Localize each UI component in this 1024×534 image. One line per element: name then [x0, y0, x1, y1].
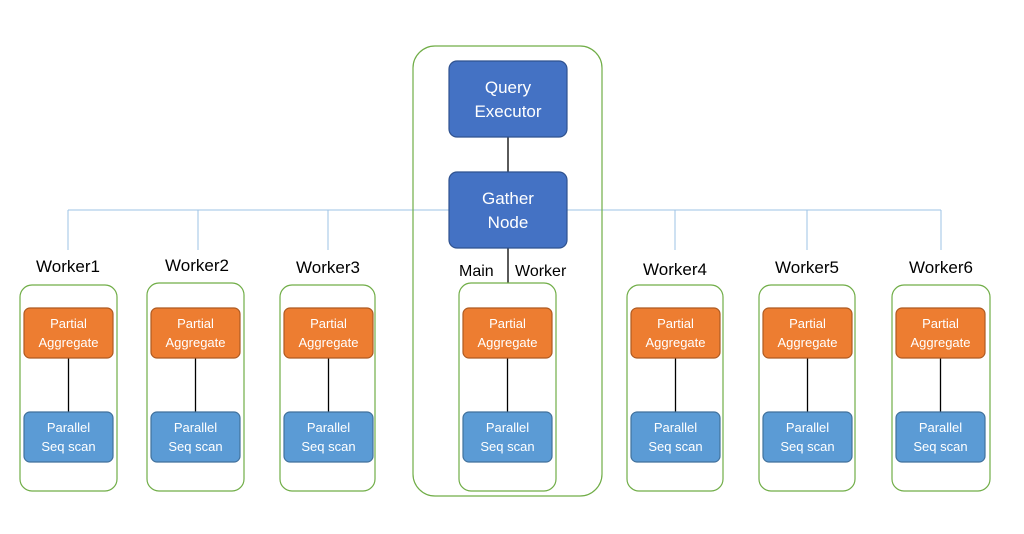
- worker2-group: [146, 282, 245, 492]
- worker7-title: Worker6: [909, 258, 973, 277]
- worker7-partial-aggregate-label: Aggregate: [911, 335, 971, 350]
- worker6-group: [758, 284, 856, 492]
- worker2-partial-aggregate-label: Partial: [177, 316, 214, 331]
- worker3-partial-aggregate-label: Partial: [310, 316, 347, 331]
- query-executor-node: [448, 60, 568, 138]
- worker5-partial-aggregate-label: Partial: [657, 316, 694, 331]
- worker2-title: Worker2: [165, 256, 229, 275]
- worker4-partial-aggregate-label: Aggregate: [478, 335, 538, 350]
- worker2-partial-aggregate: [150, 307, 241, 359]
- worker7-partial-aggregate: [895, 307, 986, 359]
- worker5-parallel-seq-scan-label: Parallel: [654, 420, 697, 435]
- worker5-parallel-seq-scan: [630, 411, 721, 463]
- main-label: Main: [459, 263, 494, 280]
- worker7-parallel-seq-scan-label: Seq scan: [913, 439, 967, 454]
- worker3-partial-aggregate: [283, 307, 374, 359]
- worker1-partial-aggregate-label: Partial: [50, 316, 87, 331]
- worker3-parallel-seq-scan-label: Parallel: [307, 420, 350, 435]
- worker1-partial-aggregate: [23, 307, 114, 359]
- worker6-partial-aggregate: [762, 307, 853, 359]
- worker7-partial-aggregate-label: Partial: [922, 316, 959, 331]
- query-executor-node-label: Query: [485, 78, 532, 97]
- worker1-group: [19, 284, 118, 492]
- worker5-title: Worker4: [643, 260, 707, 279]
- main-process-group: [412, 45, 603, 497]
- worker5-partial-aggregate: [630, 307, 721, 359]
- worker6-parallel-seq-scan-label: Parallel: [786, 420, 829, 435]
- worker5-parallel-seq-scan-label: Seq scan: [648, 439, 702, 454]
- worker4-group: [458, 282, 557, 492]
- worker6-partial-aggregate-label: Partial: [789, 316, 826, 331]
- worker6-title: Worker5: [775, 258, 839, 277]
- worker4-partial-aggregate: [462, 307, 553, 359]
- worker2-parallel-seq-scan: [150, 411, 241, 463]
- worker6-parallel-seq-scan: [762, 411, 853, 463]
- worker2-parallel-seq-scan-label: Seq scan: [168, 439, 222, 454]
- worker3-partial-aggregate-label: Aggregate: [299, 335, 359, 350]
- worker4-partial-aggregate-label: Partial: [489, 316, 526, 331]
- worker7-parallel-seq-scan: [895, 411, 986, 463]
- query-executor-node-label: Executor: [474, 102, 541, 121]
- worker4-parallel-seq-scan-label: Parallel: [486, 420, 529, 435]
- worker3-title: Worker3: [296, 258, 360, 277]
- worker2-partial-aggregate-label: Aggregate: [166, 335, 226, 350]
- worker4-parallel-seq-scan-label: Seq scan: [480, 439, 534, 454]
- worker1-title: Worker1: [36, 257, 100, 276]
- gather-node-label: Node: [488, 213, 529, 232]
- worker1-parallel-seq-scan-label: Parallel: [47, 420, 90, 435]
- worker7-group: [891, 284, 991, 492]
- worker3-parallel-seq-scan: [283, 411, 374, 463]
- worker1-parallel-seq-scan: [23, 411, 114, 463]
- main-worker-label: Worker: [515, 263, 567, 280]
- worker5-group: [626, 284, 724, 492]
- worker1-parallel-seq-scan-label: Seq scan: [41, 439, 95, 454]
- worker7-parallel-seq-scan-label: Parallel: [919, 420, 962, 435]
- gather-node: [448, 171, 568, 249]
- worker3-group: [279, 284, 376, 492]
- worker6-partial-aggregate-label: Aggregate: [778, 335, 838, 350]
- worker1-partial-aggregate-label: Aggregate: [39, 335, 99, 350]
- worker3-parallel-seq-scan-label: Seq scan: [301, 439, 355, 454]
- gather-node-label: Gather: [482, 189, 534, 208]
- worker6-parallel-seq-scan-label: Seq scan: [780, 439, 834, 454]
- worker5-partial-aggregate-label: Aggregate: [646, 335, 706, 350]
- worker2-parallel-seq-scan-label: Parallel: [174, 420, 217, 435]
- worker4-parallel-seq-scan: [462, 411, 553, 463]
